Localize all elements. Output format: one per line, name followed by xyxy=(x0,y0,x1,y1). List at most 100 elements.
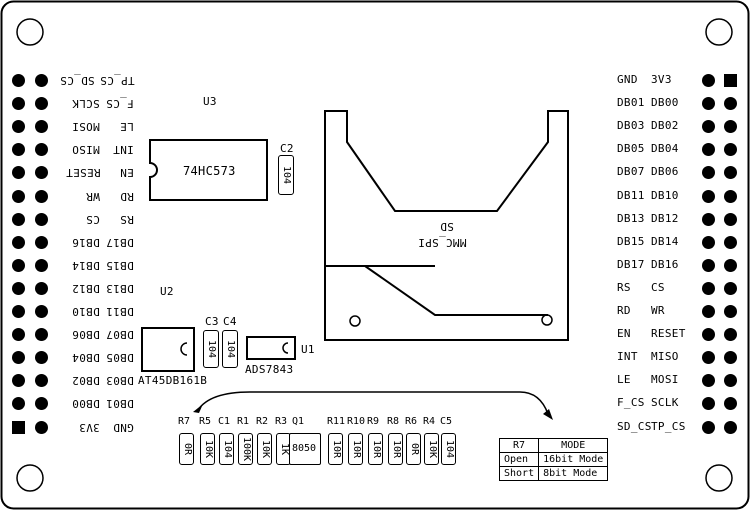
pin-pad xyxy=(702,189,715,203)
left-pin-label: RD xyxy=(120,189,134,203)
right-pin-label: DB10 xyxy=(651,188,679,202)
part-ref: R7 xyxy=(178,416,191,427)
left-label-wrap: WR xyxy=(66,189,100,203)
left-pin-label: DB14 xyxy=(72,258,100,272)
right-pin-label: EN xyxy=(617,327,631,341)
sd-label: SD xyxy=(440,220,454,233)
left-pin-label: DB10 xyxy=(72,305,100,318)
left-label-wrap: DB07 xyxy=(100,328,134,342)
pin-pad xyxy=(724,166,737,180)
pin-pad xyxy=(12,74,25,87)
left-label-wrap: DB02 xyxy=(66,374,100,388)
left-pin-label: DB17 xyxy=(106,235,134,249)
right-pin-label: MISO xyxy=(651,350,679,364)
right-pin-label: CS xyxy=(651,280,665,294)
left-label-wrap: INT xyxy=(100,143,134,156)
pin-pad xyxy=(724,351,737,365)
left-pin-label: DB15 xyxy=(106,258,134,272)
left-pin-label: DB16 xyxy=(72,235,100,249)
left-pin-label: WR xyxy=(86,189,100,203)
part-body: 10R xyxy=(388,433,403,465)
pin-pad xyxy=(35,420,48,434)
right-pin-label: SD_CS xyxy=(617,419,652,433)
jumper-arrow-line xyxy=(197,391,549,415)
pin-pad xyxy=(35,328,48,342)
left-label-wrap: DB17 xyxy=(100,235,134,249)
right-pin-label: TP_CS xyxy=(651,419,686,433)
pin-pad xyxy=(702,143,715,157)
right-pin-label: DB07 xyxy=(617,165,645,179)
right-pin-label: RS xyxy=(617,280,631,294)
pin-pad xyxy=(724,235,737,249)
c3-value: 104 xyxy=(206,339,217,359)
right-pin-label: RESET xyxy=(651,327,686,341)
pin-pad xyxy=(35,397,48,411)
pin-pad xyxy=(12,397,25,411)
part-ref: R10 xyxy=(347,416,366,427)
u2-part: AT45DB161B xyxy=(138,374,208,387)
pin-pad xyxy=(35,374,48,388)
part-value: 10K xyxy=(426,439,438,459)
pin-pad xyxy=(35,166,48,180)
part-value: 10K xyxy=(202,439,214,459)
part-value: 8050 xyxy=(292,443,317,454)
left-pin-label: MOSI xyxy=(72,120,100,134)
pin-pad xyxy=(35,281,48,295)
pin-pad xyxy=(702,235,715,249)
pin-pad-square xyxy=(724,74,737,87)
pin-pad xyxy=(724,374,737,388)
left-pin-label: DB04 xyxy=(72,351,100,365)
left-label-wrap: RESET xyxy=(66,166,101,179)
left-label-wrap: MISO xyxy=(66,143,100,156)
left-pin-label: DB07 xyxy=(106,328,134,342)
part-body: 104 xyxy=(441,433,456,465)
mode-table: R7 MODE Open 16bit Mode Short 8bit Mode xyxy=(498,438,609,481)
left-label-wrap: DB03 xyxy=(100,374,134,387)
mode-table-cell: Short xyxy=(498,466,540,481)
pin-pad xyxy=(724,281,737,295)
part-ref: R4 xyxy=(423,416,436,427)
left-label-wrap: DB10 xyxy=(66,305,100,318)
right-pin-label: DB06 xyxy=(651,165,679,179)
c4-body: 104 xyxy=(222,330,238,368)
left-label-wrap: RD xyxy=(100,189,134,203)
right-pin-label: DB12 xyxy=(651,211,679,225)
pin-pad xyxy=(702,397,715,411)
right-pin-label: DB03 xyxy=(617,119,645,133)
u2-outline xyxy=(141,327,195,372)
pin-pad xyxy=(35,143,48,157)
part-value: 10R xyxy=(370,439,382,459)
left-label-wrap: GND xyxy=(100,421,134,434)
part-value: 10R xyxy=(390,439,402,459)
pin-pad xyxy=(12,328,25,342)
part-ref: R3 xyxy=(275,416,288,427)
pin-pad xyxy=(35,235,48,249)
mode-table-header-mode: MODE xyxy=(538,438,609,453)
mode-table-header-r7: R7 xyxy=(498,438,540,453)
pin-pad xyxy=(724,97,737,111)
pin-pad xyxy=(702,420,715,434)
u1-outline xyxy=(246,336,296,360)
sd-pin-left xyxy=(349,315,361,327)
right-pin-label: F_CS xyxy=(617,396,645,410)
u3-ref: U3 xyxy=(203,95,217,108)
left-pin-label: F_CS xyxy=(106,97,134,111)
part-body: 10K xyxy=(200,433,215,465)
part-value: 104 xyxy=(221,439,233,459)
left-pin-label: DB02 xyxy=(72,374,100,388)
left-pin-label: EN xyxy=(120,166,134,180)
u3-part: 74HC573 xyxy=(183,164,236,178)
left-label-wrap: F_CS xyxy=(100,97,134,111)
right-pin-label: DB15 xyxy=(617,234,645,248)
pin-pad xyxy=(702,281,715,295)
pin-pad xyxy=(35,120,48,134)
part-body: 10R xyxy=(348,433,363,465)
left-label-wrap: DB04 xyxy=(66,351,100,365)
part-value: 0R xyxy=(181,442,193,456)
left-label-wrap: DB00 xyxy=(66,397,100,410)
mount-hole-top-right xyxy=(705,18,733,46)
mode-table-cell: 8bit Mode xyxy=(538,466,609,481)
left-label-wrap: DB16 xyxy=(66,235,100,249)
pin-pad xyxy=(12,97,25,111)
